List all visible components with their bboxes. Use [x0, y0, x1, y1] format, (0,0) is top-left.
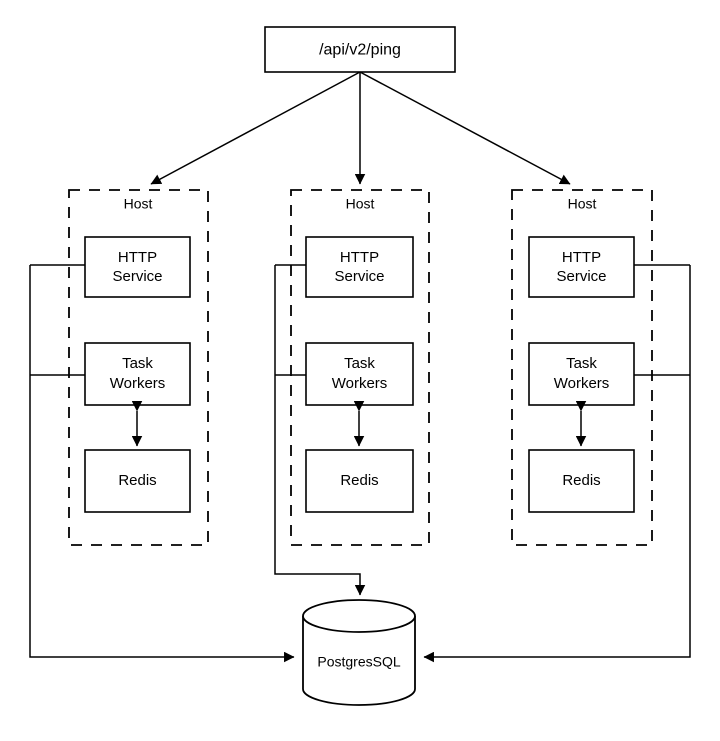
- host-right-boundary[interactable]: [511, 189, 653, 546]
- http-service-right-box[interactable]: [528, 236, 635, 298]
- redis-left-node[interactable]: Redis: [84, 449, 191, 513]
- http-service-right-node[interactable]: HTTP Service: [528, 236, 635, 298]
- host-left-label: Host: [124, 196, 153, 212]
- database-cylinder-top[interactable]: [302, 599, 416, 633]
- redis-right-node[interactable]: Redis: [528, 449, 635, 513]
- redis-middle-box[interactable]: [305, 449, 414, 513]
- host-left-boundary[interactable]: [68, 189, 209, 546]
- task-workers-left-label-line2: Workers: [110, 375, 166, 392]
- http-service-right-label-line1: HTTP: [562, 249, 601, 266]
- http-service-left-label-line1: HTTP: [118, 249, 157, 266]
- redis-middle-node[interactable]: Redis: [305, 449, 414, 513]
- entry-point-node[interactable]: /api/v2/ping: [264, 26, 456, 73]
- connector-middle-trunk-to-database: [274, 265, 366, 596]
- http-service-left-box[interactable]: [84, 236, 191, 298]
- task-workers-middle-label-line1: Task: [344, 355, 375, 372]
- redis-left-label: Redis: [118, 472, 156, 489]
- http-service-right-label-line2: Service: [556, 268, 606, 285]
- host-middle-group[interactable]: Host HTTP Service Task Workers Redis: [290, 189, 430, 546]
- host-middle-boundary[interactable]: [290, 189, 430, 546]
- task-workers-left-node[interactable]: Task Workers: [84, 342, 191, 406]
- http-service-left-label-line2: Service: [112, 268, 162, 285]
- database-label: PostgresSQL: [317, 654, 400, 670]
- connector-ping-to-host-right: [359, 71, 571, 185]
- task-workers-middle-node[interactable]: Task Workers: [305, 342, 414, 406]
- redis-middle-label: Redis: [340, 472, 378, 489]
- redis-right-label: Redis: [562, 472, 600, 489]
- connector-left-trunk-to-database: [29, 265, 295, 663]
- entry-point-box[interactable]: [264, 26, 456, 73]
- task-workers-middle-box[interactable]: [305, 342, 414, 406]
- host-right-label: Host: [568, 196, 597, 212]
- task-workers-left-label-line1: Task: [122, 355, 153, 372]
- connector-right-trunk-to-database: [423, 265, 691, 663]
- host-middle-label: Host: [346, 196, 375, 212]
- database-cylinder-body[interactable]: [302, 616, 416, 706]
- http-service-left-node[interactable]: HTTP Service: [84, 236, 191, 298]
- connector-ping-to-host-left: [150, 71, 361, 185]
- task-workers-left-box[interactable]: [84, 342, 191, 406]
- task-workers-right-label-line2: Workers: [554, 375, 610, 392]
- task-workers-middle-label-line2: Workers: [332, 375, 388, 392]
- task-workers-right-node[interactable]: Task Workers: [528, 342, 635, 406]
- host-right-group[interactable]: Host HTTP Service Task Workers Redis: [511, 189, 653, 546]
- http-service-middle-label-line2: Service: [334, 268, 384, 285]
- http-service-middle-box[interactable]: [305, 236, 414, 298]
- http-service-middle-node[interactable]: HTTP Service: [305, 236, 414, 298]
- host-left-group[interactable]: Host HTTP Service Task Workers Redis: [68, 189, 209, 546]
- task-workers-right-label-line1: Task: [566, 355, 597, 372]
- entry-point-label: /api/v2/ping: [319, 42, 401, 59]
- redis-right-box[interactable]: [528, 449, 635, 513]
- redis-left-box[interactable]: [84, 449, 191, 513]
- http-service-middle-label-line1: HTTP: [340, 249, 379, 266]
- postgresql-database-node[interactable]: PostgresSQL: [302, 599, 416, 706]
